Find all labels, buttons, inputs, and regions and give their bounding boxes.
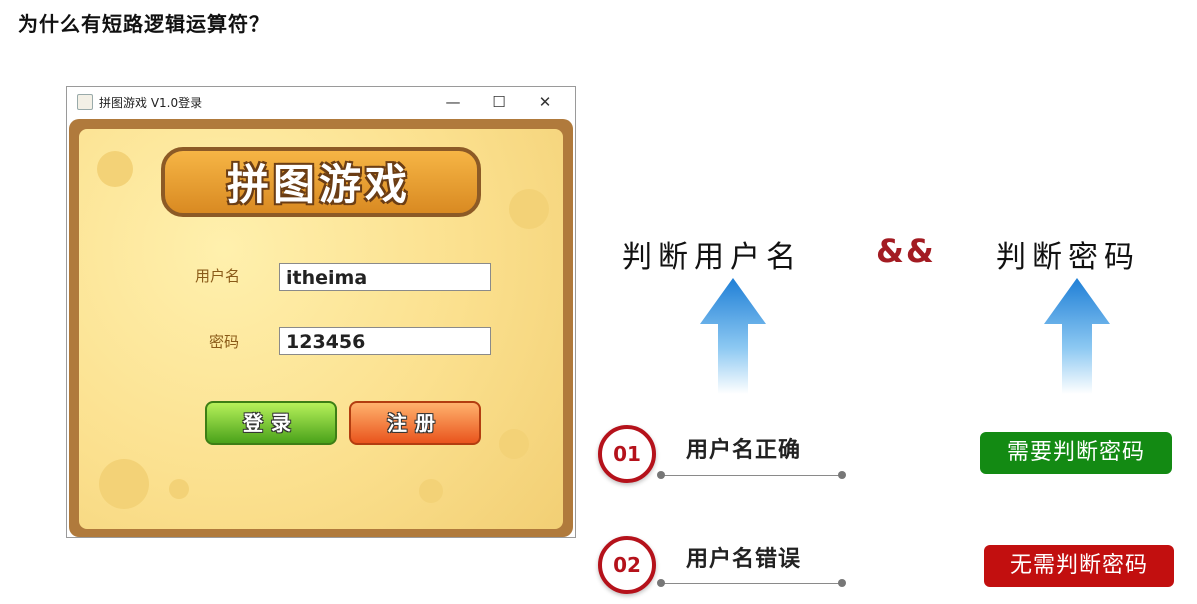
- java-app-icon: [77, 94, 93, 110]
- password-input[interactable]: 123456: [279, 327, 491, 355]
- register-button[interactable]: 注册: [349, 401, 481, 445]
- line-dot: [657, 579, 665, 587]
- check-username-text: 判断用户名: [622, 240, 802, 275]
- maximize-button[interactable]: ☐: [492, 93, 506, 111]
- check-password-text: 判断密码: [996, 240, 1140, 275]
- close-button[interactable]: ✕: [538, 93, 552, 111]
- password-label: 密码: [209, 333, 240, 351]
- up-arrow-icon: [700, 278, 766, 394]
- case-number-badge: 02: [598, 536, 656, 594]
- login-window: 拼图游戏 V1.0登录 — ☐ ✕ 拼图游戏 用户名 itheima 密码 12…: [66, 86, 576, 538]
- decor-spot: [499, 429, 529, 459]
- decor-spot: [169, 479, 189, 499]
- window-titlebar: 拼图游戏 V1.0登录 — ☐ ✕: [67, 87, 575, 117]
- username-input[interactable]: itheima: [279, 263, 491, 291]
- game-logo: 拼图游戏: [226, 160, 411, 209]
- minimize-button[interactable]: —: [445, 93, 461, 111]
- logo-plate: [161, 147, 481, 217]
- line-dot: [838, 471, 846, 479]
- case-label: 用户名错误: [686, 547, 802, 572]
- login-button[interactable]: 登录: [205, 401, 337, 445]
- up-arrow-icon: [1044, 278, 1110, 394]
- case-number-badge: 01: [598, 425, 656, 483]
- line-dot: [838, 579, 846, 587]
- divider-line: [662, 583, 842, 584]
- result-badge-no-check: 无需判断密码: [984, 545, 1174, 587]
- divider-line: [662, 475, 842, 476]
- slide-title: 为什么有短路逻辑运算符？: [18, 12, 270, 36]
- result-badge-need-check: 需要判断密码: [980, 432, 1172, 474]
- case-label: 用户名正确: [686, 438, 802, 463]
- and-operator: &&: [876, 232, 936, 270]
- decor-spot: [419, 479, 443, 503]
- decor-spot: [97, 151, 133, 187]
- line-dot: [657, 471, 665, 479]
- decor-spot: [99, 459, 149, 509]
- decor-spot: [509, 189, 549, 229]
- game-board-background: 拼图游戏 用户名 itheima 密码 123456 登录 注册: [69, 119, 573, 537]
- window-title: 拼图游戏 V1.0登录: [99, 96, 203, 110]
- username-label: 用户名: [195, 267, 241, 285]
